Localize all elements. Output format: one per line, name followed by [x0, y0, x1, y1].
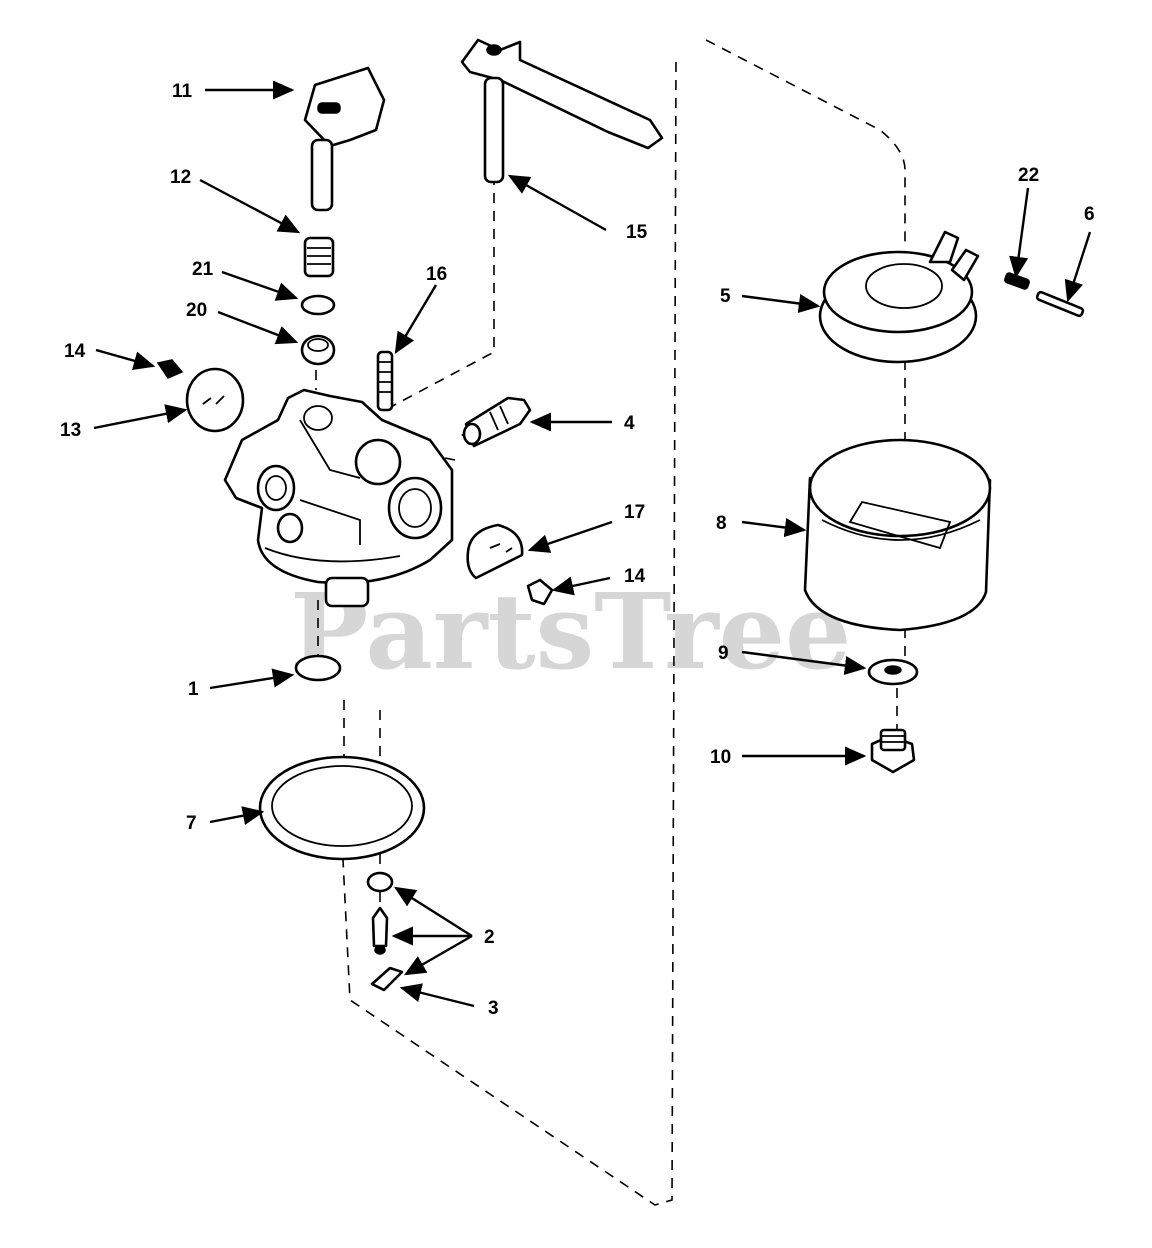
- callout-labels: 11 12 21 20 14 13 16 15 4 17 14 1 7 2 3 …: [60, 81, 1095, 1019]
- callout-2: 2: [484, 927, 495, 948]
- part-throttle-plate: [185, 367, 245, 433]
- part-screw-top: [156, 359, 184, 379]
- leader-7: [209, 806, 265, 826]
- callout-22: 22: [1018, 165, 1039, 186]
- leader-5: [741, 293, 821, 314]
- part-float-pin: [1035, 290, 1085, 318]
- leader-3: [399, 983, 475, 1008]
- callout-14-top: 14: [64, 341, 86, 362]
- assembly-boundary: [341, 61, 677, 1206]
- part-carburetor-body: [223, 388, 454, 608]
- callout-5: 5: [720, 286, 731, 307]
- callout-21: 21: [192, 259, 214, 280]
- leader-14-bottom: [551, 576, 611, 596]
- leader-2c: [403, 934, 473, 976]
- leader-12: [199, 178, 301, 234]
- part-float-bowl: [803, 438, 992, 632]
- leader-8: [741, 518, 807, 538]
- leader-lines: [93, 80, 1092, 1008]
- callout-14-bottom: 14: [624, 566, 646, 587]
- assembly-boundary-right: [705, 39, 906, 245]
- leader-14-top: [95, 348, 156, 371]
- callout-4: 4: [624, 413, 635, 434]
- leader-20: [217, 310, 299, 345]
- centerline-throttle: [384, 175, 495, 411]
- callout-15: 15: [626, 222, 648, 243]
- part-throttle-lever: [460, 38, 664, 184]
- callout-3: 3: [488, 998, 499, 1019]
- part-float: [818, 230, 980, 364]
- callout-7: 7: [186, 813, 197, 834]
- callout-9: 9: [718, 643, 729, 664]
- part-adjust-screw: [376, 350, 394, 412]
- callout-1: 1: [188, 679, 199, 700]
- callout-16: 16: [426, 264, 447, 285]
- callout-20: 20: [186, 300, 207, 321]
- leader-6: [1064, 231, 1092, 303]
- leader-21: [221, 270, 299, 301]
- part-small-gasket: [294, 654, 342, 682]
- watermark-text: PartsTree: [290, 570, 851, 693]
- callout-10: 10: [710, 747, 731, 768]
- part-seal: [300, 334, 336, 366]
- part-clip: [370, 966, 404, 992]
- leader-1: [209, 668, 295, 690]
- callout-12: 12: [170, 167, 191, 188]
- part-bowl-washer: [867, 658, 919, 686]
- leader-16: [394, 284, 438, 355]
- callout-11: 11: [172, 81, 193, 102]
- leader-15: [507, 174, 607, 232]
- leader-2a: [393, 886, 473, 938]
- part-washer: [300, 294, 336, 316]
- leader-13: [93, 404, 188, 430]
- part-bowl-gasket: [258, 755, 426, 861]
- part-screw-bottom: [526, 578, 554, 606]
- callout-8: 8: [716, 513, 727, 534]
- callout-17: 17: [624, 502, 645, 523]
- leader-17: [527, 520, 613, 553]
- callout-13: 13: [60, 420, 81, 441]
- leader-22: [1009, 187, 1030, 279]
- part-spring: [303, 236, 335, 278]
- part-choke-shaft: [303, 66, 386, 212]
- part-inlet-seat: [366, 871, 394, 955]
- part-choke-plate: [466, 523, 524, 580]
- callout-6: 6: [1084, 204, 1095, 225]
- leader-9: [741, 650, 867, 676]
- part-needle-valve: [462, 396, 532, 448]
- part-bowl-nut: [870, 728, 916, 774]
